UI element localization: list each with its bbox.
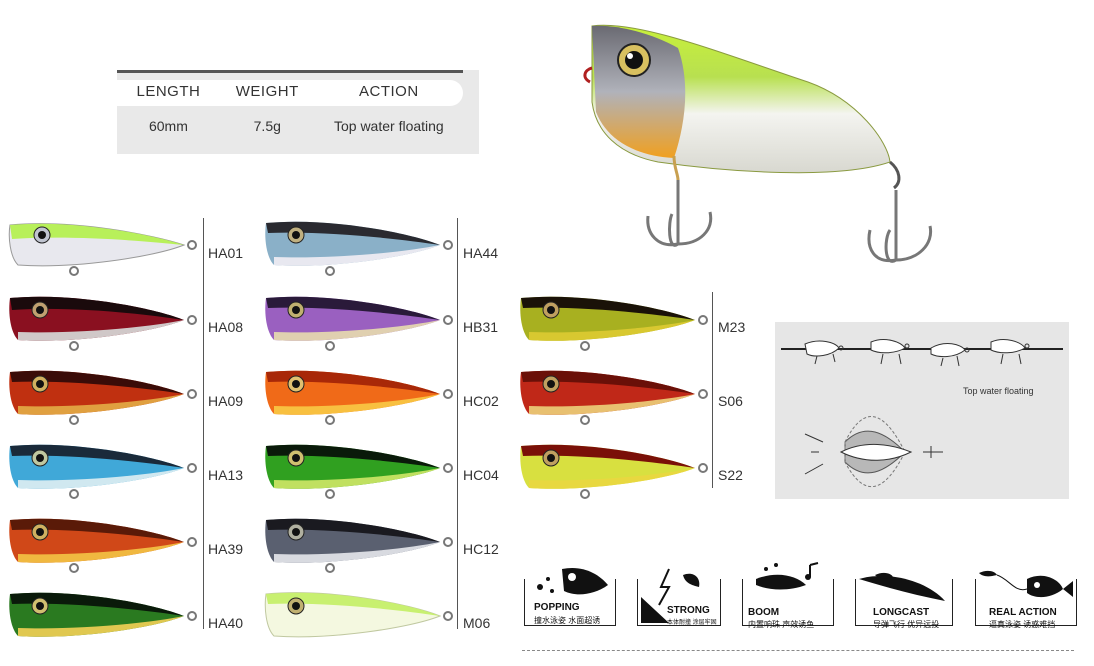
spec-value-weight: 7.5g [253, 118, 281, 134]
lure-code: HB31 [463, 319, 499, 335]
lure-code: M06 [463, 615, 491, 631]
lure-code: HA39 [208, 541, 244, 557]
lure-image-s06 [520, 370, 708, 425]
lure-code: HA40 [208, 615, 244, 631]
spec-table: LENGTH WEIGHT ACTION 60mm 7.5g Top water… [117, 70, 479, 154]
lure-code: HA01 [208, 245, 244, 261]
lure-code: S22 [718, 467, 743, 483]
lure-image-hc02 [265, 370, 453, 425]
spec-header-band [117, 80, 463, 106]
lure-image-ha40 [9, 592, 197, 637]
lure-code: HA08 [208, 319, 244, 335]
lure-image-ha44 [265, 221, 453, 276]
hero-lure-image [583, 24, 933, 263]
feature-name: POPPING [534, 602, 580, 613]
lure-code: HC02 [463, 393, 499, 409]
feature-popping: POPPING 撞水泳姿 水面超诱 [524, 565, 616, 631]
lure-image-m06 [264, 592, 453, 638]
feature-boom: BOOM 内置响珠 声效诱鱼 [742, 562, 834, 631]
real-action-fish-icon [979, 570, 1073, 598]
feature-longcast: LONGCAST 导弹飞行 优异远投 [855, 565, 953, 631]
lure-image-hc12 [265, 518, 453, 573]
lure-image-ha08 [9, 296, 197, 351]
feature-desc: 本体耐撞 涂层牢固 [667, 620, 717, 626]
lure-code: HA09 [208, 393, 244, 409]
spec-header-row: LENGTH WEIGHT ACTION [117, 83, 463, 100]
feature-frame [637, 579, 721, 626]
feature-name: LONGCAST [873, 607, 930, 618]
lure-code: HC12 [463, 541, 499, 557]
spec-header-weight: WEIGHT [235, 83, 299, 100]
bottom-dashed-rule [522, 650, 1074, 651]
swim-action-diagram [781, 339, 1063, 488]
lure-image-ha39 [9, 518, 197, 573]
action-diagram-panel: Top water floating [775, 322, 1069, 499]
feature-name: BOOM [748, 607, 780, 618]
lure-code: HA13 [208, 467, 244, 483]
lure-image-m23 [520, 296, 708, 351]
spec-value-row: 60mm 7.5g Top water floating [117, 118, 463, 134]
spec-header-action: ACTION [359, 83, 419, 100]
spec-value-action: Top water floating [333, 118, 444, 134]
feature-frame [742, 579, 834, 626]
strong-lightning-icon [641, 568, 700, 623]
column-divider-3 [712, 292, 713, 488]
feature-desc: 内置响珠 声效诱鱼 [748, 620, 815, 629]
lure-image-hb31 [265, 296, 453, 351]
feature-strong: STRONG 本体耐撞 涂层牢固 [637, 565, 721, 631]
spec-top-rule [117, 70, 463, 73]
feature-frame [855, 579, 953, 626]
lure-image-ha09 [9, 370, 197, 425]
spec-value-length: 60mm [148, 118, 188, 134]
feature-name: STRONG [667, 605, 710, 616]
lure-image-ha13 [9, 444, 197, 499]
lure-code: S06 [718, 393, 743, 409]
action-caption: Top water floating [963, 386, 1034, 396]
boom-sound-icon [756, 562, 819, 590]
lure-image-hc04 [265, 444, 453, 499]
feature-desc: 逼真泳姿 诱惑难挡 [989, 620, 1056, 629]
column-divider-2 [457, 218, 458, 629]
feature-desc: 撞水泳姿 水面超诱 [534, 616, 601, 625]
longcast-arc-icon [859, 572, 945, 601]
feature-desc: 导弹飞行 优异远投 [873, 620, 940, 629]
feature-frame [524, 579, 616, 626]
feature-frame [975, 579, 1077, 626]
lure-image-ha01 [8, 223, 197, 276]
column-divider-1 [203, 218, 204, 629]
lure-code: HC04 [463, 467, 499, 483]
lure-code: M23 [718, 319, 746, 335]
feature-real-action: REAL ACTION 逼真泳姿 诱惑难挡 [975, 565, 1077, 631]
popping-fish-icon [537, 567, 608, 595]
spec-header-length: LENGTH [136, 83, 201, 100]
lure-code: HA44 [463, 245, 499, 261]
feature-name: REAL ACTION [989, 607, 1057, 618]
lure-image-s22 [520, 444, 708, 499]
